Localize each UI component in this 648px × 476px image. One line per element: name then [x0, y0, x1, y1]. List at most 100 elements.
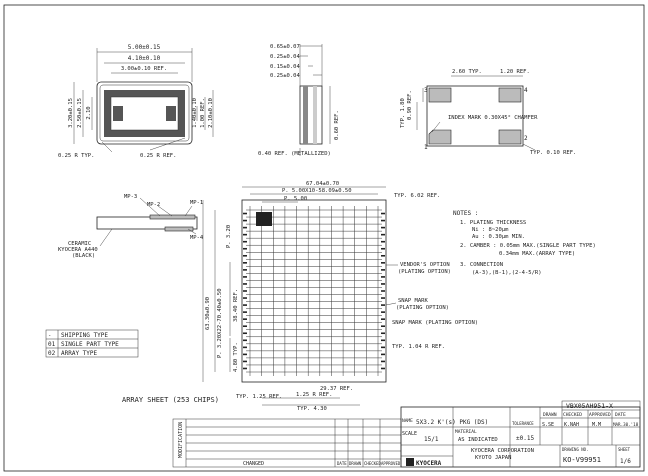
drawing-id: VBX05AH951-X: [566, 402, 613, 410]
main-title-block: [400, 406, 641, 468]
drawing-id-box: [561, 400, 641, 411]
note-2: 2. CAMBER : 0.05mm MAX.(SINGLE PART TYPE…: [460, 243, 596, 249]
side-dim-layer-c: 0.25±0.04: [270, 73, 300, 79]
side-layer-b: [313, 86, 317, 144]
section-view: MP-3 MP-2 MP-1 MP-4 CERAMIC KYOCERA A440…: [58, 194, 204, 259]
name-label: NAME: [402, 418, 413, 424]
dim-corner-radius: 0.25 R TYP.: [58, 153, 94, 159]
pad-left: [113, 106, 123, 121]
note-1-ni: Ni : 8~20μm: [472, 227, 509, 233]
note-1-au: Au : 0.30μm MIN.: [472, 234, 525, 240]
dim-cavity-length: 3.00±0.10 REF.: [121, 66, 167, 72]
dim-seal-length: 4.10±0.10: [128, 55, 161, 62]
cavity: [110, 96, 179, 131]
drawing-no-label: DRAWING NO.: [562, 447, 589, 452]
dim-width: 3.20±0.15: [68, 98, 74, 128]
changed-label: CHANGED: [243, 461, 264, 467]
array-dim-p5: P. 5.00: [284, 196, 307, 202]
array-dim-pitch-x: P. 5.00X10-58.09±0.50: [282, 188, 352, 194]
side-dim-ref: 0.60 REF.: [334, 110, 340, 140]
package-outline: [96, 81, 193, 145]
checked-by: K.NAH: [564, 422, 579, 428]
drawing-no: KO-V99951: [563, 456, 601, 464]
mp4-label: MP-4: [190, 235, 204, 241]
date-label: DATE: [615, 412, 626, 418]
col-drawn-label: DRAWN: [349, 461, 362, 466]
note-2-array: 0.34mm MAX.(ARRAY TYPE): [499, 251, 575, 257]
pin-1-label: 3: [424, 87, 428, 94]
name-value: 5X3.2 K'(s) PKG (DS): [416, 419, 488, 426]
pin-4-label: 4: [524, 87, 528, 94]
section-body: [96, 216, 198, 230]
type-header-label: SHIPPING TYPE: [61, 332, 108, 339]
array-dim-p320: P. 3.20: [226, 225, 232, 248]
modification-label: MODIFICATION: [178, 422, 184, 458]
notes-title: NOTES :: [453, 210, 478, 217]
kyocera-logo: KYOCERA: [406, 458, 442, 467]
mp3-label: MP-3: [124, 194, 137, 200]
seal-ring: [104, 90, 185, 137]
index-mark-label: INDEX MARK 0.30X45° CHAMFER: [448, 115, 538, 121]
side-body: [299, 85, 323, 145]
type-row-1-code: 01: [48, 341, 56, 348]
dim-cavity-width: 2.10: [86, 106, 92, 119]
array-dim-edge: TYP. 6.02 REF.: [394, 193, 440, 199]
pad-4: [498, 87, 522, 103]
pad-2: [498, 129, 522, 145]
array-dim-pitch-y: P. 3.20X22-70.40±0.50: [217, 288, 223, 358]
array-dim-typ: 4.80 TYP.: [233, 342, 239, 372]
array-dim-width: 67.04±0.70: [306, 181, 339, 187]
dim-inner-radius: 0.25 R REF.: [140, 153, 176, 159]
side-dim-layer-a: 0.25±0.04: [270, 54, 300, 60]
side-view: 0.65±0.07 0.25±0.04 0.15±0.04 0.25±0.04 …: [258, 44, 340, 157]
drawn-by: S.SE: [542, 422, 554, 428]
side-dim-layer-b: 0.15±0.04: [270, 64, 300, 70]
ceramic-label: CERAMIC KYOCERA A440 (BLACK): [58, 241, 101, 259]
company-name: KYOCERA CORPORATION: [471, 448, 534, 454]
bottom-dim-pad-height: 0.90 REF.: [407, 90, 413, 120]
approved-by: M.M: [592, 422, 601, 428]
dim-inner-height: 2.10±0.10: [208, 98, 214, 128]
scale-value: 15/1: [424, 436, 439, 443]
pad-3: [428, 87, 452, 103]
col-checked-label: CHECKED: [364, 461, 381, 466]
bottom-dim-chamfer: TYP. 0.10 REF.: [530, 150, 576, 156]
mp1-label: MP-1: [190, 200, 203, 206]
material-value: AS INDICATED: [458, 437, 498, 443]
title-block: MODIFICATION CHANGED DATE DRAWN CHECKED …: [172, 400, 641, 468]
col-date-label: DATE: [337, 461, 347, 466]
array-dim-2937: 1.25 R REF.: [296, 392, 332, 398]
bottom-dim-pitch: 2.60 TYP.: [452, 69, 482, 75]
company-country: KYOTO JAPAN: [475, 455, 511, 461]
scale-label: SCALE: [402, 431, 417, 437]
array-sheet: 67.04±0.70 P. 5.00X10-58.09±0.50 P. 5.00…: [122, 181, 478, 412]
array-dim-corner: TYP. 1.25 REF.: [236, 394, 282, 400]
array-grid: [243, 206, 385, 376]
section-plating-bottom: [164, 226, 194, 232]
package-inner-outline: [99, 84, 190, 142]
type-header-code: -: [48, 333, 51, 339]
array-dim-edge-typ: TYP. 1.04 R REF.: [392, 344, 445, 350]
pad-right: [166, 106, 176, 121]
pad-1: [428, 129, 452, 145]
approved-label: APPROVED: [589, 412, 611, 418]
tolerance-label: TOLERANCE: [512, 421, 534, 426]
notes: NOTES : 1. PLATING THICKNESS Ni : 8~20μm…: [453, 210, 596, 276]
type-row-1-label: SINGLE PART TYPE: [61, 341, 119, 348]
sheet-value: 1/6: [620, 458, 631, 465]
section-plating: [149, 214, 196, 220]
col-approved-label: APPROVED: [381, 461, 401, 466]
array-corner-marker: [256, 212, 272, 226]
date-value: MAR.30.'18: [613, 422, 639, 427]
dim-seal-width: 2.50±0.15: [77, 98, 83, 128]
bottom-outline: [426, 85, 524, 147]
checked-label: CHECKED: [563, 412, 582, 418]
sheet-label: SHEET: [618, 447, 631, 452]
mp2-label: MP-2: [147, 202, 160, 208]
array-dim-radius: SNAP MARK (PLATING OPTION): [392, 320, 478, 326]
bottom-dim-height: TYP. 1.80: [400, 98, 406, 128]
bottom-dim-pad: 1.20 REF.: [500, 69, 530, 75]
note-3: 3. CONNECTION: [460, 262, 503, 268]
pin-3-label: 2: [524, 135, 528, 142]
